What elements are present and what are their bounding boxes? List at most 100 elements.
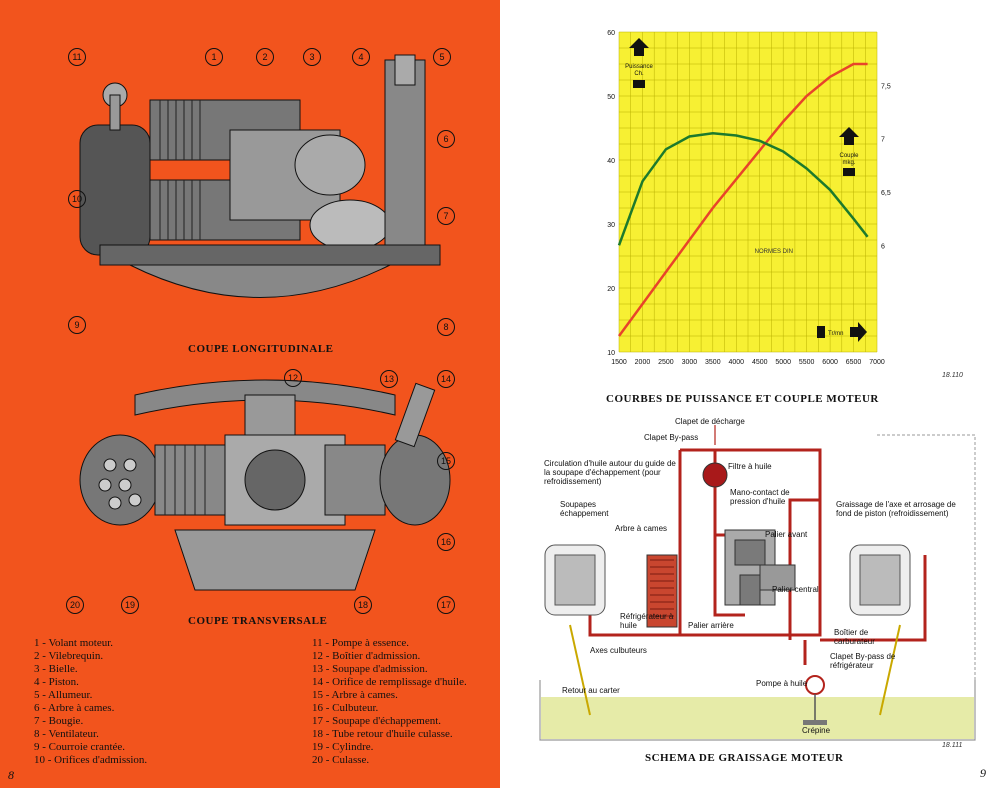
legend-item: 5 - Allumeur. xyxy=(34,689,93,701)
label-palier-avant: Palier avant xyxy=(765,530,808,539)
up-arrow-icon xyxy=(839,127,859,145)
x-tick-label: 6000 xyxy=(822,359,838,366)
left-axis-label-unit: Ch. xyxy=(634,71,644,77)
x-tick-label: 4000 xyxy=(728,359,744,366)
y-right-tick-label: 6,5 xyxy=(881,190,891,197)
legend-right-column: 11 - Pompe à essence. 12 - Boîtier d'adm… xyxy=(312,637,467,767)
legend-item: 17 - Soupape d'échappement. xyxy=(312,715,442,727)
legend-item: 15 - Arbre à cames. xyxy=(312,689,398,701)
label-clapet-refrigerateur: Clapet By-pass de réfrigérateur xyxy=(830,652,896,670)
transverse-section-drawing xyxy=(79,379,451,591)
label-clapet-bypass: Clapet By-pass xyxy=(644,433,699,442)
callout-2: 2 xyxy=(256,48,274,66)
y-left-tick-label: 60 xyxy=(607,30,615,37)
legend-item: 16 - Culbuteur. xyxy=(312,702,379,714)
callout-3: 3 xyxy=(303,48,321,66)
right-axis-label: Couple xyxy=(839,153,859,159)
page-number-left: 8 xyxy=(8,768,14,782)
legend-swatch xyxy=(817,326,825,338)
label-filtre-huile: Filtre à huile xyxy=(728,462,772,471)
lubrication-schema-drawing xyxy=(539,425,976,741)
x-axis-label: Tr/mn xyxy=(828,331,843,337)
callout-19: 19 xyxy=(121,596,139,614)
right-axis-label-unit: mkg. xyxy=(842,160,855,166)
caption-longitudinal: COUPE LONGITUDINALE xyxy=(188,343,334,355)
label-boitier-carburateur: Boîtier de carburateur xyxy=(834,628,875,646)
callout-10: 10 xyxy=(68,190,86,208)
left-page: 11 1 2 3 4 5 6 10 7 9 8 COUPE LONGITUDIN… xyxy=(0,0,500,788)
torque-curve xyxy=(617,132,869,246)
legend-item: 14 - Orifice de remplissage d'huile. xyxy=(312,676,467,688)
legend-item: 9 - Courroie crantée. xyxy=(34,741,126,753)
legend-item: 13 - Soupape d'admission. xyxy=(312,663,428,675)
power-curve xyxy=(617,62,868,337)
longitudinal-section-drawing xyxy=(79,54,441,298)
up-arrow-icon xyxy=(629,38,649,56)
callout-11: 11 xyxy=(68,48,86,66)
legend-item: 2 - Vilebrequin. xyxy=(34,650,104,662)
legend-item: 7 - Bougie. xyxy=(34,715,84,727)
callout-4: 4 xyxy=(352,48,370,66)
label-graissage: Graissage de l'axe et arrosage de fond d… xyxy=(836,500,956,518)
x-tick-label: 7000 xyxy=(869,359,885,366)
chart-annotation: NORMES DIN xyxy=(755,249,793,255)
legend-item: 1 - Volant moteur. xyxy=(34,637,114,649)
x-tick-label: 3500 xyxy=(705,359,721,366)
y-right-tick-label: 7,5 xyxy=(881,83,891,90)
x-tick-label: 4500 xyxy=(752,359,768,366)
legend-item: 8 - Ventilateur. xyxy=(34,728,99,740)
label-refrigerateur: Réfrigérateur à huile xyxy=(620,612,674,630)
legend-item: 12 - Boîtier d'admission. xyxy=(312,650,421,662)
callout-17: 17 xyxy=(437,596,455,614)
callout-8: 8 xyxy=(437,318,455,336)
chart-reference: 18.110 xyxy=(942,372,963,379)
callout-1: 1 xyxy=(205,48,223,66)
callout-6: 6 xyxy=(437,130,455,148)
legend-left-column: 1 - Volant moteur. 2 - Vilebrequin. 3 - … xyxy=(34,637,147,767)
label-palier-central: Palier central xyxy=(772,585,819,594)
label-crepine: Crépine xyxy=(802,726,831,735)
callout-7: 7 xyxy=(437,207,455,225)
label-axes-culbuteurs: Axes culbuteurs xyxy=(590,646,647,655)
y-left-tick-label: 30 xyxy=(607,222,615,229)
callout-12: 12 xyxy=(284,369,302,387)
legend-swatch xyxy=(633,80,645,88)
x-tick-label: 3000 xyxy=(682,359,698,366)
legend-item: 10 - Orifices d'admission. xyxy=(34,754,148,766)
y-right-tick-label: 7 xyxy=(881,137,885,144)
y-left-tick-label: 50 xyxy=(607,94,615,101)
y-left-tick-label: 10 xyxy=(607,350,615,357)
legend-item: 6 - Arbre à cames. xyxy=(34,702,115,714)
legend-item: 19 - Cylindre. xyxy=(312,741,374,753)
legend-item: 20 - Culasse. xyxy=(312,754,370,766)
legend-swatch xyxy=(843,168,855,176)
right-arrow-icon xyxy=(850,322,867,342)
x-tick-label: 6500 xyxy=(846,359,862,366)
callout-18: 18 xyxy=(354,596,372,614)
page-number-right: 9 xyxy=(980,766,986,780)
callout-5: 5 xyxy=(433,48,451,66)
label-mano-contact: Mano-contact de pression d'huile xyxy=(730,488,790,506)
legend-item: 3 - Bielle. xyxy=(34,663,78,675)
x-tick-label: 5000 xyxy=(775,359,791,366)
label-circulation: Circulation d'huile autour du guide de l… xyxy=(544,459,676,486)
y-left-tick-label: 40 xyxy=(607,158,615,165)
callout-20: 20 xyxy=(66,596,84,614)
x-tick-label: 5500 xyxy=(799,359,815,366)
label-palier-arriere: Palier arrière xyxy=(688,621,734,630)
callout-16: 16 xyxy=(437,533,455,551)
callout-15: 15 xyxy=(437,452,455,470)
x-tick-label: 2000 xyxy=(635,359,651,366)
label-pompe-huile: Pompe à huile xyxy=(756,679,808,688)
caption-transverse: COUPE TRANSVERSALE xyxy=(188,615,328,627)
y-right-tick-label: 6 xyxy=(881,243,885,250)
x-tick-label: 1500 xyxy=(611,359,627,366)
legend-item: 4 - Piston. xyxy=(34,676,79,688)
schema-reference: 18.111 xyxy=(942,742,963,749)
y-left-tick-label: 20 xyxy=(607,286,615,293)
callout-9: 9 xyxy=(68,316,86,334)
legend-item: 11 - Pompe à essence. xyxy=(312,637,410,649)
callout-14: 14 xyxy=(437,370,455,388)
